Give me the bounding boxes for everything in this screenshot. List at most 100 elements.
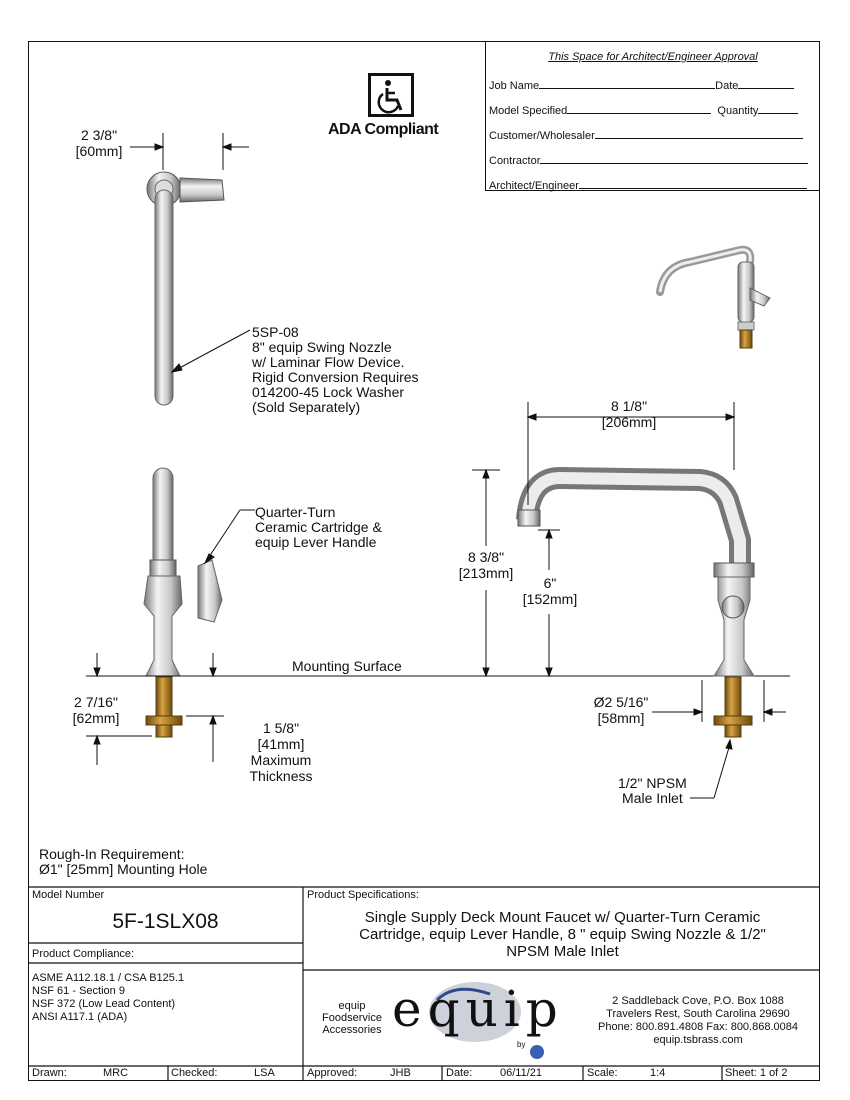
drawing-frame [28, 41, 820, 1081]
dim-height-in: 8 3/8" [467, 549, 505, 565]
job-name-row: Job Name Date [489, 78, 795, 92]
nozzle-note-line: 5SP-08 [252, 324, 299, 340]
specs-line: NPSM Male Inlet [506, 943, 619, 960]
specs-line: Single Supply Deck Mount Faucet w/ Quart… [364, 909, 761, 926]
dim-reach-mm: [206mm] [601, 414, 657, 430]
address-line: Phone: 800.891.4808 Fax: 800.868.0084 [597, 1021, 798, 1033]
customer-row: Customer/Wholesaler [489, 128, 803, 142]
specs-text: Single Supply Deck Mount Faucet w/ Quart… [305, 909, 820, 960]
rough-in-line: Ø1" [25mm] Mounting Hole [39, 861, 208, 877]
nozzle-note-line: Rigid Conversion Requires [252, 369, 419, 385]
logo-text: equip [392, 980, 564, 1038]
drawn-value: MRC [103, 1067, 129, 1079]
address-line: Travelers Rest, South Carolina 29690 [606, 1008, 790, 1020]
inlet-note: 1/2" NPSM Male Inlet [618, 776, 687, 806]
sheet-total: 2 [781, 1067, 788, 1079]
sheet-of: of [769, 1067, 779, 1079]
quantity-line [758, 103, 799, 114]
compliance-item: ANSI A117.1 (ADA) [32, 1011, 128, 1023]
dim-thickness: 1 5/8" [41mm] Maximum Thickness [240, 720, 322, 784]
architect-row: Architect/Engineer [489, 178, 807, 192]
job-name-line [539, 78, 716, 89]
iso-view [656, 245, 771, 349]
customer-label: Customer/Wholesaler [489, 130, 595, 142]
date-label: Date: [446, 1067, 473, 1079]
address-block: 2 Saddleback Cove, P.O. Box 1088 Travele… [578, 995, 818, 1047]
cartridge-note: Quarter-Turn Ceramic Cartridge & equip L… [255, 505, 382, 550]
inlet-note-line: Male Inlet [622, 790, 683, 806]
dim-thickness-mm: [41mm] [257, 736, 305, 752]
equip-logo [429, 982, 544, 1059]
dim-top-width-in: 2 3/8" [80, 127, 118, 143]
contractor-row: Contractor [489, 153, 809, 167]
dim-top-width-mm: [60mm] [75, 143, 123, 159]
sheet-label: Sheet: [725, 1067, 757, 1079]
specs-line: Cartridge, equip Lever Handle, 8 " equip… [359, 926, 766, 943]
job-name-label: Job Name [489, 80, 540, 92]
dim-flange: Ø2 5/16" [58mm] [585, 694, 657, 726]
front-view [516, 467, 755, 738]
cartridge-note-line: equip Lever Handle [255, 534, 377, 550]
dim-spout-height-in: 6" [543, 575, 557, 591]
contractor-label: Contractor [489, 155, 541, 167]
brand-tagline: equip Foodservice Accessories [306, 1000, 398, 1036]
dim-thickness-in: 1 5/8" [262, 720, 300, 736]
address-line: 2 Saddleback Cove, P.O. Box 1088 [612, 995, 784, 1007]
model-number: 5F-1SLX08 [112, 910, 219, 933]
side-view [143, 467, 223, 738]
dim-reach: 8 1/8" [206mm] [590, 398, 668, 430]
checked-value: LSA [254, 1067, 275, 1079]
rough-in-line: Rough-In Requirement: [39, 846, 185, 862]
dim-shank: 2 7/16" [62mm] [60, 694, 132, 726]
drawn-label: Drawn: [32, 1067, 67, 1079]
address-line: equip.tsbrass.com [653, 1034, 743, 1046]
dim-thickness-label: Thickness [249, 768, 313, 784]
model-specified-label: Model Specified [489, 105, 568, 117]
scale-value: 1:4 [650, 1067, 666, 1079]
compliance-item: NSF 372 (Low Lead Content) [32, 998, 176, 1010]
dim-reach-in: 8 1/8" [610, 398, 648, 414]
dim-thickness-label: Maximum [250, 752, 312, 768]
dim-shank-in: 2 7/16" [74, 694, 118, 710]
brand-tagline-line: equip [338, 1000, 366, 1012]
brand-tagline-line: Foodservice [322, 1012, 382, 1024]
compliance-item: ASME A112.18.1 / CSA B125.1 [32, 972, 185, 984]
approval-box: This Space for Architect/Engineer Approv… [485, 41, 820, 192]
scale-label: Scale: [587, 1067, 618, 1079]
date-value: 06/11/21 [500, 1067, 543, 1079]
approved-label: Approved: [307, 1067, 358, 1079]
dim-height: 8 3/8" [213mm] [450, 549, 522, 581]
customer-line [594, 128, 803, 139]
wheelchair-icon [368, 73, 414, 117]
cartridge-note-line: Quarter-Turn [255, 504, 336, 520]
sheet-value: 1 [759, 1067, 766, 1079]
compliance-item: NSF 61 - Section 9 [32, 985, 125, 997]
nozzle-note-line: 014200-45 Lock Washer [252, 384, 405, 400]
top-view [146, 171, 225, 406]
checked-label: Checked: [171, 1067, 218, 1079]
dim-spout-height: 6" [152mm] [514, 575, 586, 607]
dim-flange-mm: [58mm] [597, 710, 645, 726]
nozzle-note-line: 8" equip Swing Nozzle [252, 339, 392, 355]
dim-spout-height-mm: [152mm] [522, 591, 578, 607]
specs-label: Product Specifications: [307, 889, 419, 901]
architect-label: Architect/Engineer [489, 180, 579, 192]
dim-top-width: 2 3/8" [60mm] [60, 127, 138, 159]
compliance-list: ASME A112.18.1 / CSA B125.1 NSF 61 - Sec… [32, 972, 184, 1024]
sheet-info: Sheet: 1 of 2 [725, 1067, 787, 1079]
compliance-label: Product Compliance: [32, 948, 135, 960]
dim-shank-mm: [62mm] [72, 710, 120, 726]
model-number-label: Model Number [32, 889, 105, 901]
approved-value: JHB [390, 1067, 411, 1079]
brand-tagline-line: Accessories [322, 1024, 382, 1036]
cartridge-note-line: Ceramic Cartridge & [255, 519, 382, 535]
approval-title: This Space for Architect/Engineer Approv… [548, 51, 758, 63]
date-label: Date [715, 80, 739, 92]
rough-in-note: Rough-In Requirement: Ø1" [25mm] Mountin… [39, 847, 207, 877]
logo-by: by [517, 1040, 526, 1049]
inlet-note-line: 1/2" NPSM [618, 775, 687, 791]
dim-flange-in: Ø2 5/16" [593, 694, 649, 710]
nozzle-note: 5SP-08 8" equip Swing Nozzle w/ Laminar … [252, 325, 419, 415]
mounting-surface-label: Mounting Surface [292, 658, 402, 674]
